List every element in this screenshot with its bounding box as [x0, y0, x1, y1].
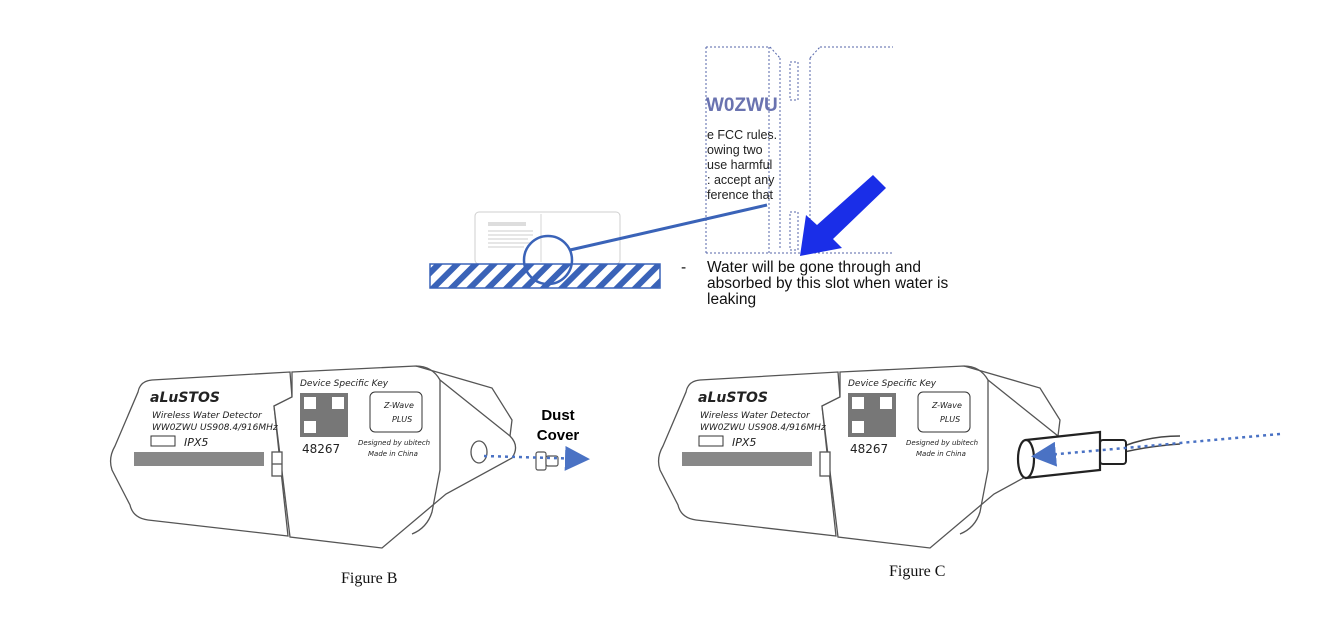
zwave-logo: Z-Wave: [931, 401, 962, 410]
note-text: Water will be gone through and absorbed …: [707, 259, 949, 308]
fcc-line: use harmful: [707, 158, 772, 172]
fcc-line: : accept any: [707, 173, 775, 187]
model-fragment: W0ZWU: [706, 95, 778, 116]
model-line: WW0ZWU US908.4/916MHz: [700, 423, 826, 433]
dust-cover-label: Dust Cover: [536, 407, 580, 444]
dsk-code: 48267: [850, 442, 888, 456]
plus-logo: PLUS: [392, 415, 412, 424]
figure-c-caption: Figure C: [889, 563, 946, 580]
designed-by: Designed by ubitech: [906, 439, 978, 447]
designed-by: Designed by ubitech: [358, 439, 430, 447]
made-in: Made in China: [368, 450, 418, 458]
product-name: Wireless Water Detector: [700, 411, 811, 421]
callout-line: [569, 203, 768, 252]
probe-insert-arrow: [1031, 432, 1281, 467]
ipx-rating: IPX5: [184, 436, 208, 449]
fcc-line: owing two: [707, 143, 763, 157]
zwave-logo: Z-Wave: [383, 401, 414, 410]
model-line: WW0ZWU US908.4/916MHz: [152, 423, 278, 433]
brand-logo: aLuSTOS: [698, 390, 768, 406]
fcc-line: e FCC rules.: [707, 128, 777, 142]
dust-cover-plug: [535, 451, 559, 471]
product-name: Wireless Water Detector: [152, 411, 263, 421]
figure-b-caption: Figure B: [341, 570, 398, 587]
dsk-code: 48267: [302, 442, 340, 456]
dust-cover-arrow: [483, 445, 590, 471]
slot-highlight-circle: [522, 234, 574, 286]
made-in: Made in China: [916, 450, 966, 458]
dsk-title: Device Specific Key: [300, 379, 389, 389]
ipx-rating: IPX5: [732, 436, 756, 449]
label-sheet-detail: W0ZWU e FCC rules. owing two use harmful…: [705, 46, 893, 254]
fcc-line: ference that: [707, 188, 774, 202]
dsk-title: Device Specific Key: [848, 379, 937, 389]
figure-c-label: aLuSTOS Wireless Water Detector WW0ZWU U…: [682, 379, 978, 466]
device-on-floor: [474, 211, 621, 265]
figure-b-label: aLuSTOS Wireless Water Detector WW0ZWU U…: [134, 379, 430, 466]
plus-logo: PLUS: [940, 415, 960, 424]
slot-indicator-arrow: [800, 175, 886, 256]
brand-logo: aLuSTOS: [150, 390, 220, 406]
note-bullet: -: [681, 259, 687, 276]
